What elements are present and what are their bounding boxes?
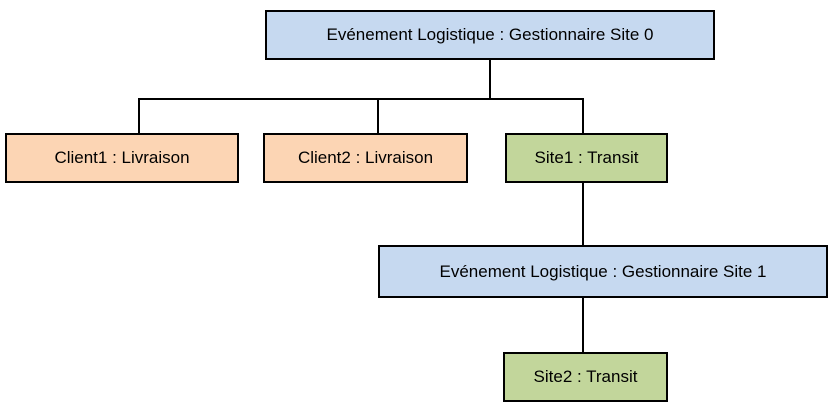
node-site1-transit: Site1 : Transit (505, 133, 668, 183)
node-site1-transit-label: Site1 : Transit (534, 148, 639, 168)
node-client1-livraison-label: Client1 : Livraison (54, 148, 190, 168)
connector-manager1-site2 (582, 298, 584, 352)
node-gestionnaire-site-0-label: Evénement Logistique : Gestionnaire Site… (326, 25, 654, 45)
node-site2-transit-label: Site2 : Transit (533, 367, 638, 387)
node-gestionnaire-site-0: Evénement Logistique : Gestionnaire Site… (265, 10, 715, 60)
connector-site1-manager1 (582, 183, 584, 245)
node-gestionnaire-site-1: Evénement Logistique : Gestionnaire Site… (378, 245, 828, 298)
connector-horizontal-rail (138, 98, 584, 100)
node-client2-livraison: Client2 : Livraison (263, 133, 468, 183)
node-client2-livraison-label: Client2 : Livraison (297, 148, 434, 168)
connector-drop-client2 (377, 98, 379, 133)
node-site2-transit: Site2 : Transit (503, 352, 668, 402)
connector-drop-site1 (582, 98, 584, 133)
node-gestionnaire-site-1-label: Evénement Logistique : Gestionnaire Site… (439, 261, 767, 281)
connector-drop-client1 (138, 98, 140, 133)
connector-root-trunk (489, 60, 491, 100)
node-client1-livraison: Client1 : Livraison (5, 133, 239, 183)
